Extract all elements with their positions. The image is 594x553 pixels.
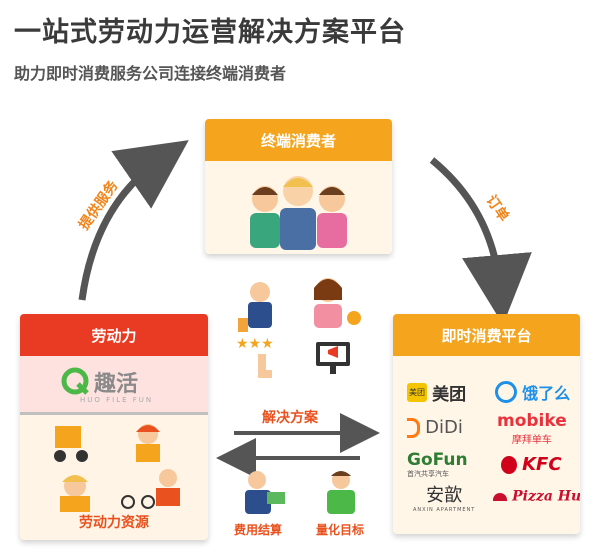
brand-pizzahut: Pizza Hut — [493, 486, 580, 505]
business-people-icons: ★★★ — [236, 278, 361, 378]
label-solution: 解决方案 — [262, 410, 318, 426]
consumer-box-title: 终端消费者 — [205, 119, 392, 161]
quhuo-banner: 趣活 HUO FILE FUN — [20, 356, 208, 415]
platform-box-title: 即时消费平台 — [393, 314, 580, 356]
labor-resources-label: 劳动力资源 — [79, 515, 149, 531]
svg-text:★★★: ★★★ — [236, 336, 274, 352]
settlement-label: 费用结算 — [234, 523, 283, 537]
arrow-provide-service — [78, 140, 189, 301]
targets-icon — [327, 471, 355, 514]
brand-kfc: KFC — [501, 454, 562, 475]
consumers-group-icon — [250, 176, 347, 250]
page-subtitle: 助力即时消费服务公司连接终端消费者 — [14, 64, 287, 83]
quhuo-tagline: HUO FILE FUN — [80, 396, 154, 404]
quhuo-logo-icon — [61, 367, 89, 395]
arrow-orders — [429, 157, 532, 325]
brand-didi: DiDi — [407, 417, 463, 438]
pizzahut-hat-icon — [493, 492, 507, 501]
eleme-icon — [495, 381, 517, 403]
brand-anxin: 安歆 ANXIN APARTMENT — [413, 485, 476, 513]
brand-gofun: GoFun 首汽共享汽车 — [407, 450, 468, 478]
page-title: 一站式劳动力运营解决方案平台 — [14, 17, 406, 48]
brand-meituan: 美团 美团 — [407, 383, 467, 405]
labor-workers-icons — [54, 424, 180, 512]
didi-icon — [407, 417, 420, 438]
consumer-box: 终端消费者 — [205, 119, 392, 254]
labor-box: 劳动力 趣活 HUO FILE FUN 劳动力资源 — [20, 314, 208, 540]
quhuo-brand-name: 趣活 — [94, 372, 139, 397]
targets-label: 量化目标 — [316, 523, 365, 537]
kfc-colonel-icon — [501, 455, 517, 474]
labor-box-title: 劳动力 — [20, 314, 208, 356]
brand-eleme: 饿了么 — [495, 380, 570, 404]
settlement-icon — [245, 471, 285, 514]
platform-box: 即时消费平台 美团 美团 饿了么 DiDi mobike 摩拜单车 GoFun … — [393, 314, 580, 534]
meituan-badge: 美团 — [407, 383, 427, 402]
brand-mobike: mobike 摩拜单车 — [497, 411, 567, 446]
